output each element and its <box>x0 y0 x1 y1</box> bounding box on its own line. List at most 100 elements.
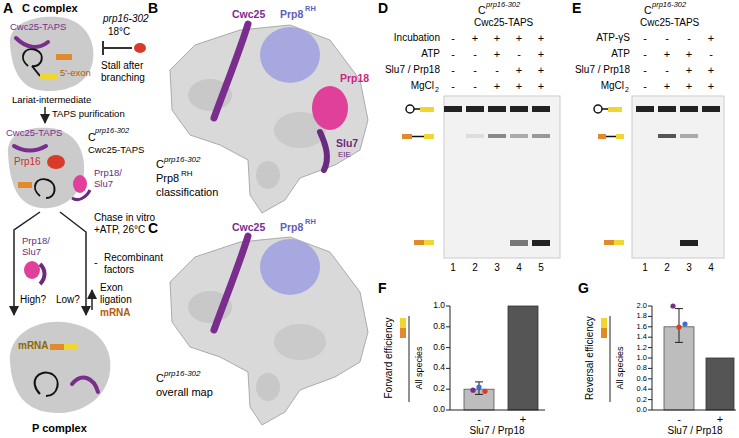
figure-label: Cwc25-TAPS <box>640 17 699 29</box>
figure-label: + <box>538 48 544 61</box>
axis-ticks <box>648 306 652 410</box>
five-exon <box>18 182 32 188</box>
axis <box>652 306 736 410</box>
figure-label: Prp8 <box>156 172 179 185</box>
data-dot <box>676 324 681 329</box>
gel-band <box>488 134 506 138</box>
figure-label: - <box>451 64 455 77</box>
exon-icon <box>424 240 434 245</box>
figure-label: 0.4 <box>637 385 647 394</box>
figure-label: - <box>517 48 521 61</box>
error-bar <box>475 382 483 395</box>
prp18-shape <box>73 175 87 193</box>
complex-node: Cwc25-TAPSPrp16Prp18/ Slu7 <box>2 124 140 212</box>
lariat-loop <box>35 179 55 198</box>
figure-label: 1 <box>642 262 648 274</box>
figure-label: 4 <box>516 262 522 274</box>
figure-label: 1.0 <box>433 301 445 311</box>
figure-label: Stall after branching <box>101 60 165 83</box>
figure-label: Reversal efficiency <box>584 316 596 400</box>
figure-label: Cwc25 <box>232 221 265 233</box>
bar <box>508 306 538 410</box>
exon-icon <box>414 240 424 245</box>
figure-label: 0.8 <box>433 322 445 332</box>
figure-label: 18°C <box>108 26 130 38</box>
inhibition-bar <box>103 41 132 55</box>
figure-label: 0.4 <box>433 364 445 374</box>
data-dot <box>476 385 481 390</box>
lariat-icon <box>602 108 608 110</box>
figure-label: ATP <box>611 48 630 60</box>
figure-label: Prp8 <box>280 221 303 233</box>
figure-label: C <box>156 372 164 385</box>
gel <box>444 96 560 258</box>
figure-label: Prp18/ Slu7 <box>22 236 62 258</box>
complex-blob <box>10 322 111 413</box>
figure-label: 0.6 <box>433 343 445 353</box>
complex-node: C complexCwc25-TAPS5'-exonLariat-interme… <box>2 2 100 107</box>
figure-label: - <box>643 32 647 45</box>
flow-arrow <box>45 107 46 123</box>
fraction-icon <box>601 328 607 338</box>
figure-label: Incubation <box>394 32 440 44</box>
figure-label: + <box>494 48 500 61</box>
complex-label: C complex <box>22 2 78 15</box>
figure-label: + <box>538 32 544 45</box>
complex-label: 5'-exon <box>60 68 91 79</box>
figure-label: prp16-302 <box>652 1 686 10</box>
figure-label: prp16-302 <box>103 13 149 25</box>
figure-label: 5 <box>538 262 544 274</box>
figure-label: 0.8 <box>637 364 647 373</box>
figure-label: - <box>451 32 455 45</box>
reverse-arrow <box>91 290 93 310</box>
exon-icon <box>402 134 412 139</box>
figure-label: 2 <box>625 86 629 94</box>
cwc25-helix <box>214 236 248 330</box>
fraction-line <box>610 316 611 402</box>
figure-label: 0.2 <box>433 384 445 394</box>
complex-label: Cwc25-TAPS <box>10 22 66 33</box>
figure-label: 3 <box>494 262 500 274</box>
prp16-shape <box>134 43 146 53</box>
figure-label: Slu7 <box>336 137 358 149</box>
prp8rh-density <box>260 239 320 295</box>
figure-label: Cwc25-TAPS <box>474 17 533 29</box>
figure-label: Exon ligation <box>100 282 146 305</box>
complex-label: P complex <box>32 422 87 435</box>
figure-label: Low? <box>56 294 80 306</box>
figure-label: - <box>643 48 647 61</box>
figure-label: Slu7 / Prp18 <box>385 64 440 76</box>
figure-label: High? <box>20 294 46 306</box>
exon-icon <box>608 107 622 112</box>
figure-label: Prp18 <box>340 72 369 84</box>
figure-label: G <box>578 280 589 296</box>
figure-label: E <box>572 0 581 16</box>
figure-label: 0.0 <box>637 406 647 415</box>
gel-band <box>488 106 506 112</box>
figure-label: - <box>665 64 669 77</box>
complex-blob <box>8 128 84 209</box>
figure-label: + <box>494 80 500 93</box>
prp8rh-density <box>260 27 320 83</box>
complex-label: Cwc25-TAPS <box>6 128 62 139</box>
figure-label: - <box>687 32 691 45</box>
slu7-curve <box>40 264 45 284</box>
figure-label: 0.2 <box>637 395 647 404</box>
figure-label: Recombinant factors <box>104 252 166 275</box>
figure-label: All species <box>615 346 625 389</box>
gel-band <box>444 106 462 112</box>
bar <box>706 358 734 410</box>
figure-label: B <box>148 0 158 16</box>
gel-band <box>510 240 528 246</box>
exon-icon <box>424 134 434 139</box>
figure-label: 2 <box>472 262 478 274</box>
fraction-icon <box>400 318 406 328</box>
figure-label: 2 <box>664 262 670 274</box>
prp16-shape <box>47 155 65 169</box>
gel-band <box>636 106 654 112</box>
figure-label: All species <box>414 346 424 389</box>
figure-label: overall map <box>156 386 213 399</box>
lariat-loop <box>35 373 58 396</box>
gel-band <box>532 134 550 138</box>
gel-band <box>510 134 528 138</box>
